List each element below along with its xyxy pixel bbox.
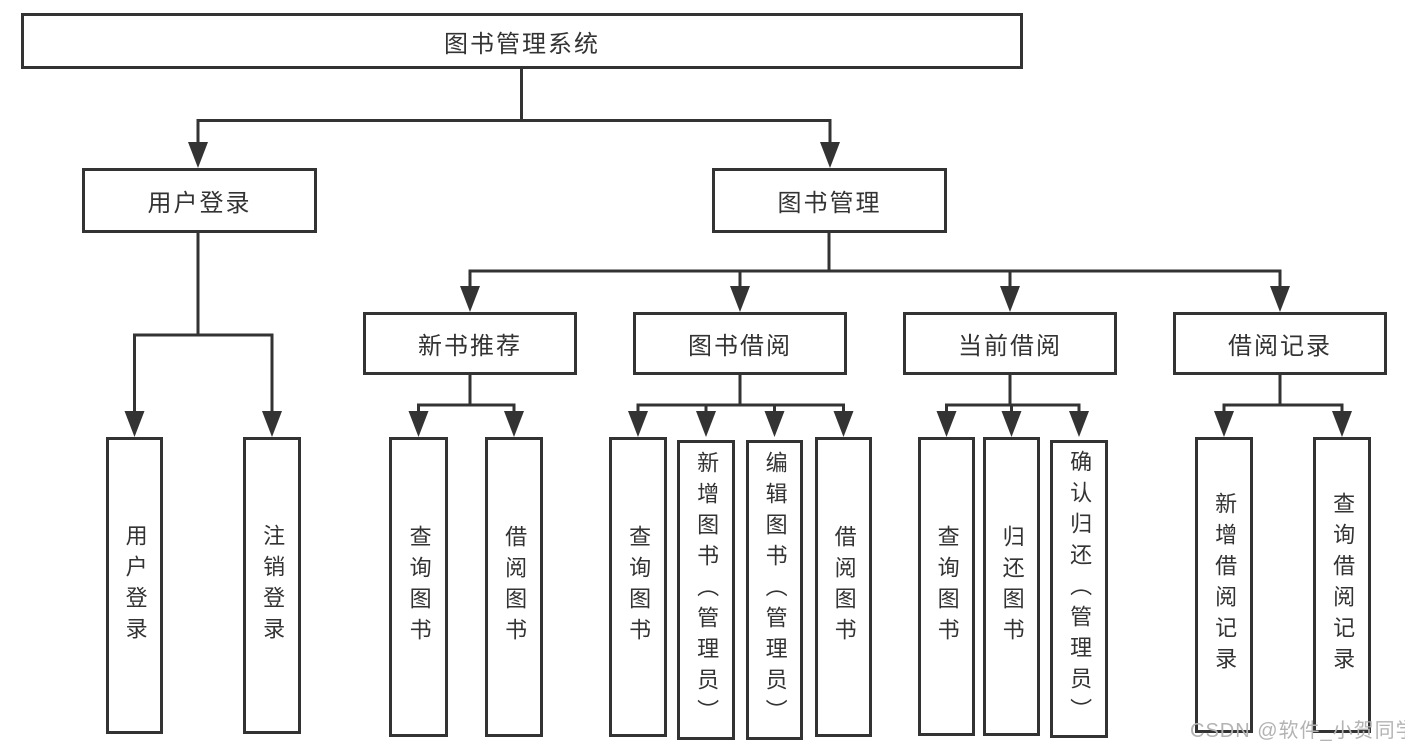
arrow-icon [730, 286, 750, 312]
leaf-newbooks-borrow-label: 借阅图书 [502, 525, 528, 649]
node-new-book-recommend-label: 新书推荐 [418, 333, 522, 360]
node-current-borrow-label: 当前借阅 [958, 333, 1062, 360]
leaf-current-return: 归还图书 [983, 437, 1040, 736]
edge-records-branch [1222, 403, 1344, 433]
node-new-book-recommend: 新书推荐 [363, 312, 577, 375]
node-book-borrow: 图书借阅 [633, 312, 847, 375]
node-book-borrow-label: 图书借阅 [688, 333, 792, 360]
arrow-icon [764, 411, 785, 437]
arrow-icon [1270, 286, 1290, 312]
arrow-icon [1332, 411, 1352, 437]
leaf-current-return-label: 归还图书 [999, 524, 1025, 649]
leaf-newbooks-query: 查询图书 [389, 437, 448, 737]
leaf-borrow-add-admin-label: 新增图书（管理员） [694, 450, 720, 730]
edge-newbooks-branch [417, 403, 516, 433]
arrow-icon [262, 411, 282, 437]
leaf-records-query: 查询借阅记录 [1313, 437, 1371, 733]
node-borrow-records-label: 借阅记录 [1228, 333, 1332, 360]
arrow-icon [124, 411, 145, 437]
edge-currentborrow-branch [945, 403, 1081, 433]
node-book-management: 图书管理 [712, 168, 947, 233]
arrow-icon [1001, 411, 1022, 437]
leaf-user-login-label: 用户登录 [122, 523, 148, 648]
arrow-icon [188, 142, 208, 168]
leaf-current-confirm-admin: 确认归还（管理员） [1050, 440, 1108, 738]
node-user-login: 用户登录 [82, 168, 317, 233]
arrow-icon [696, 411, 716, 437]
node-root: 图书管理系统 [21, 13, 1023, 69]
node-book-management-label: 图书管理 [777, 190, 882, 217]
leaf-current-query-label: 查询图书 [934, 524, 960, 649]
leaf-newbooks-borrow: 借阅图书 [485, 437, 543, 737]
leaf-borrow-borrow-label: 借阅图书 [831, 525, 857, 649]
leaf-borrow-borrow: 借阅图书 [815, 437, 872, 737]
leaf-current-query: 查询图书 [918, 437, 975, 736]
leaf-records-add: 新增借阅记录 [1195, 437, 1253, 733]
arrow-icon [1214, 411, 1234, 437]
arrow-icon [833, 411, 854, 437]
arrow-icon [820, 142, 840, 168]
arrow-icon [628, 411, 648, 437]
edge-userlogin-branch [133, 333, 274, 433]
watermark: CSDN @软件_小贺同学 [1190, 720, 1405, 742]
node-borrow-records: 借阅记录 [1173, 312, 1387, 375]
arrow-icon [408, 411, 429, 437]
leaf-borrow-edit-admin-label: 编辑图书（管理员） [762, 450, 788, 730]
node-root-label: 图书管理系统 [444, 30, 600, 58]
arrow-icon [460, 286, 480, 312]
arrow-icon [1069, 411, 1089, 437]
leaf-current-confirm-admin-label: 确认归还（管理员） [1067, 449, 1093, 729]
arrow-icon [936, 411, 957, 437]
edge-bookmgmt-branch [468, 269, 1282, 308]
leaf-records-add-label: 新增借阅记录 [1212, 492, 1238, 678]
arrow-icon [1000, 286, 1020, 312]
leaf-borrow-query-label: 查询图书 [626, 525, 652, 649]
leaf-borrow-query: 查询图书 [609, 437, 667, 737]
leaf-newbooks-query-label: 查询图书 [406, 525, 432, 649]
leaf-user-login: 用户登录 [106, 437, 163, 734]
node-current-borrow: 当前借阅 [903, 312, 1117, 375]
node-user-login-label: 用户登录 [147, 190, 252, 217]
edge-root-branch [196, 119, 832, 164]
leaf-logout: 注销登录 [243, 437, 301, 734]
leaf-logout-label: 注销登录 [260, 523, 286, 648]
edge-bookborrow-branch [636, 403, 845, 433]
leaf-borrow-add-admin: 新增图书（管理员） [677, 440, 735, 740]
arrow-icon [504, 411, 524, 437]
leaf-borrow-edit-admin: 编辑图书（管理员） [746, 440, 803, 740]
leaf-records-query-label: 查询借阅记录 [1330, 492, 1356, 678]
